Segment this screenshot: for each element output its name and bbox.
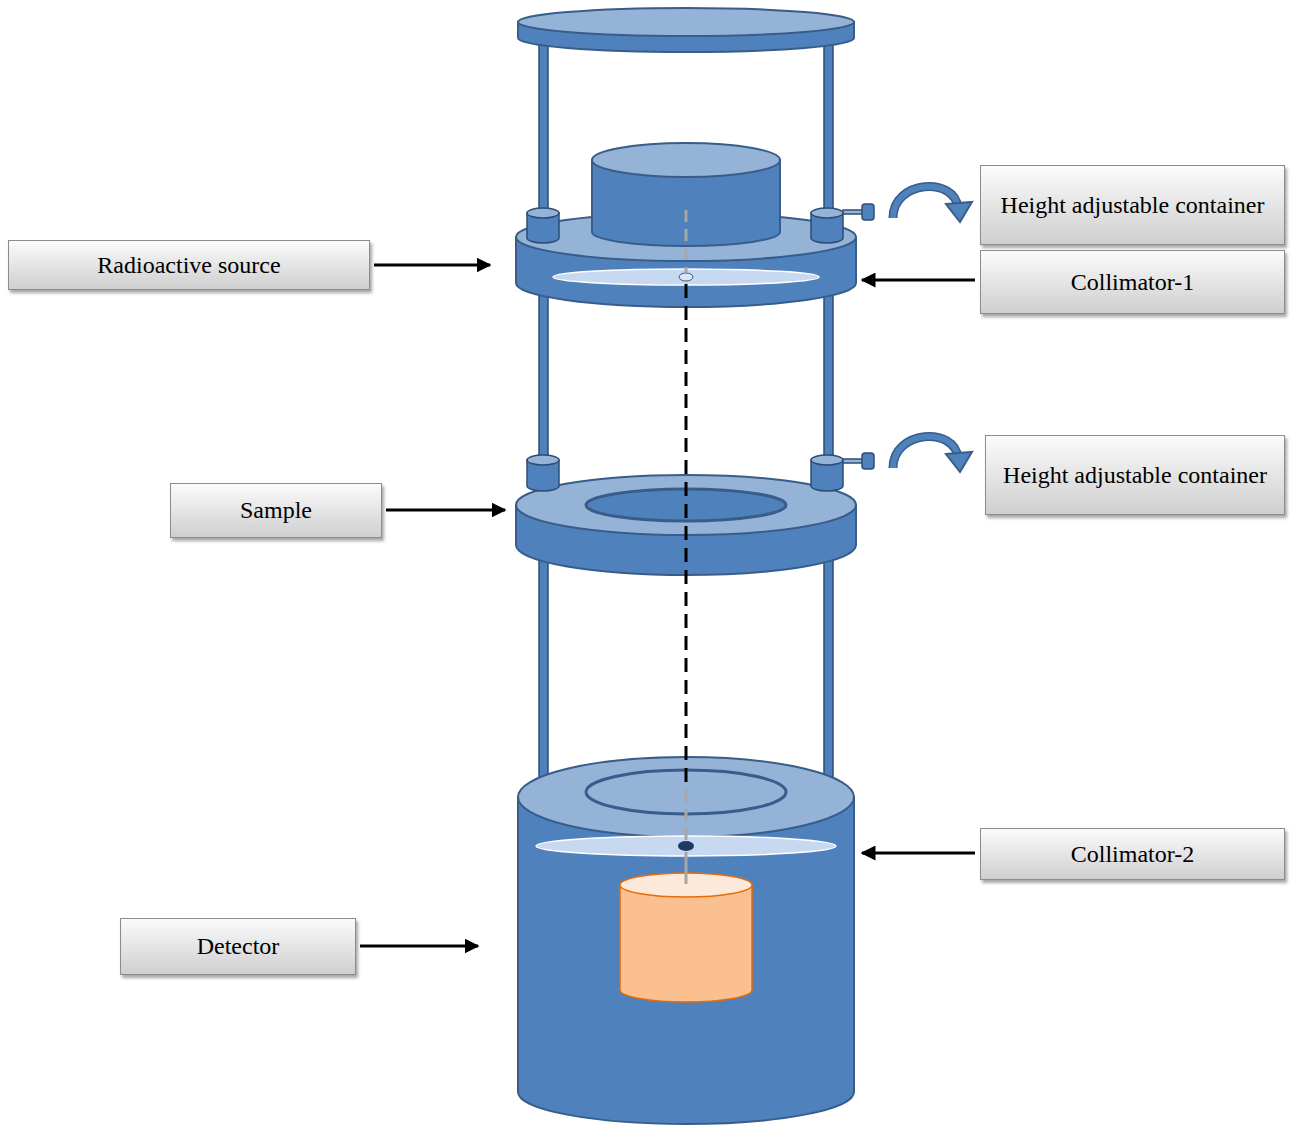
callout-box: Sample (170, 483, 382, 538)
height-knobs (527, 204, 874, 243)
detector-crystal (620, 873, 752, 1002)
callout-box: Height adjustable container (980, 165, 1285, 245)
callout-label: Radioactive source (97, 251, 280, 280)
callout-box: Radioactive source (8, 240, 370, 290)
support-rods (539, 40, 833, 810)
callout-box: Height adjustable container (985, 435, 1285, 515)
callout-box: Collimator-2 (980, 828, 1285, 880)
top-plate (518, 8, 854, 52)
callout-label: Collimator-2 (1071, 840, 1195, 869)
callout-label: Sample (240, 496, 312, 525)
rotation-arrow (893, 186, 972, 472)
detector-housing (518, 757, 854, 1124)
leader-arrows (360, 265, 975, 946)
callout-label: Height adjustable container (1001, 191, 1265, 220)
callout-label: Detector (197, 932, 280, 961)
callout-box: Collimator-1 (980, 250, 1285, 314)
beam-axis (685, 210, 688, 884)
callout-label: Collimator-1 (1071, 268, 1195, 297)
callout-label: Height adjustable container (1003, 461, 1267, 490)
height-knobs (527, 453, 874, 491)
callout-box: Detector (120, 918, 356, 975)
